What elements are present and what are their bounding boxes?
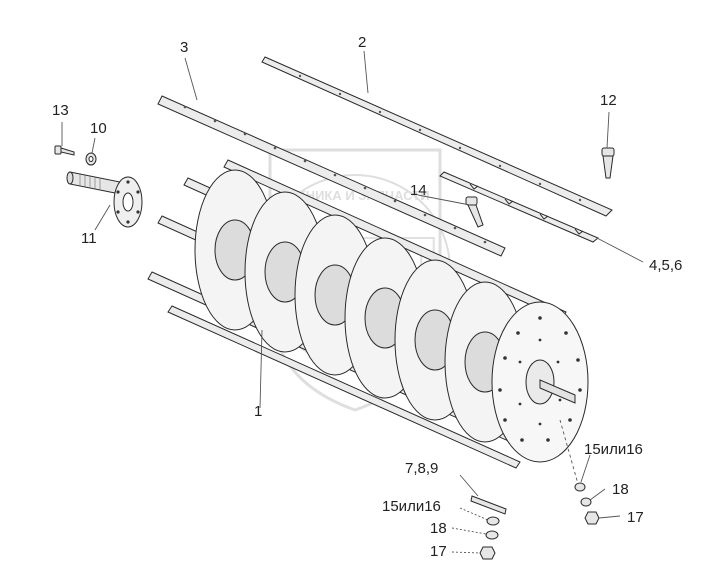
- callout-17-bottom: 17: [430, 543, 447, 560]
- part-4-5-6-plate: [439, 171, 599, 243]
- callout-10: 10: [90, 120, 107, 137]
- callout-7-8-9: 7,8,9: [405, 460, 439, 477]
- bottom-washer-15-16: [486, 516, 500, 526]
- part-13-bolt: [54, 145, 75, 156]
- right-washer-18: [580, 497, 592, 507]
- part-7-8-9-plate: [470, 495, 507, 515]
- callout-18-bottom: 18: [430, 520, 447, 537]
- part-2-bar: [261, 56, 613, 217]
- right-washer-15-16: [574, 482, 586, 492]
- bottom-nut-17: [479, 546, 496, 560]
- part-11-shaft: [66, 171, 143, 228]
- callout-11: 11: [81, 230, 97, 247]
- callout-4-5-6: 4,5,6: [649, 257, 683, 274]
- leader-lines: [61, 50, 644, 554]
- callout-1: 1: [254, 403, 263, 420]
- part-3-bar: [157, 95, 506, 257]
- bottom-washer-18: [485, 530, 499, 540]
- part-14-bolt: [465, 196, 484, 228]
- callout-12: 12: [600, 92, 617, 109]
- callout-15-16-bottom: 15или16: [382, 498, 441, 515]
- callout-18-right: 18: [612, 481, 629, 498]
- callout-2: 2: [358, 34, 367, 51]
- callout-17-right: 17: [627, 509, 644, 526]
- bottom-fastener-stack: [479, 516, 500, 560]
- part-1-drum: [147, 159, 589, 469]
- callout-14: 14: [410, 182, 427, 199]
- part-10-nut: [85, 152, 97, 166]
- part-12-bolt: [601, 147, 615, 179]
- right-nut-17: [584, 511, 600, 525]
- right-fastener-stack: [574, 482, 600, 525]
- callout-15-16-right: 15или16: [584, 441, 643, 458]
- callout-13: 13: [52, 102, 69, 119]
- callout-3: 3: [180, 39, 189, 56]
